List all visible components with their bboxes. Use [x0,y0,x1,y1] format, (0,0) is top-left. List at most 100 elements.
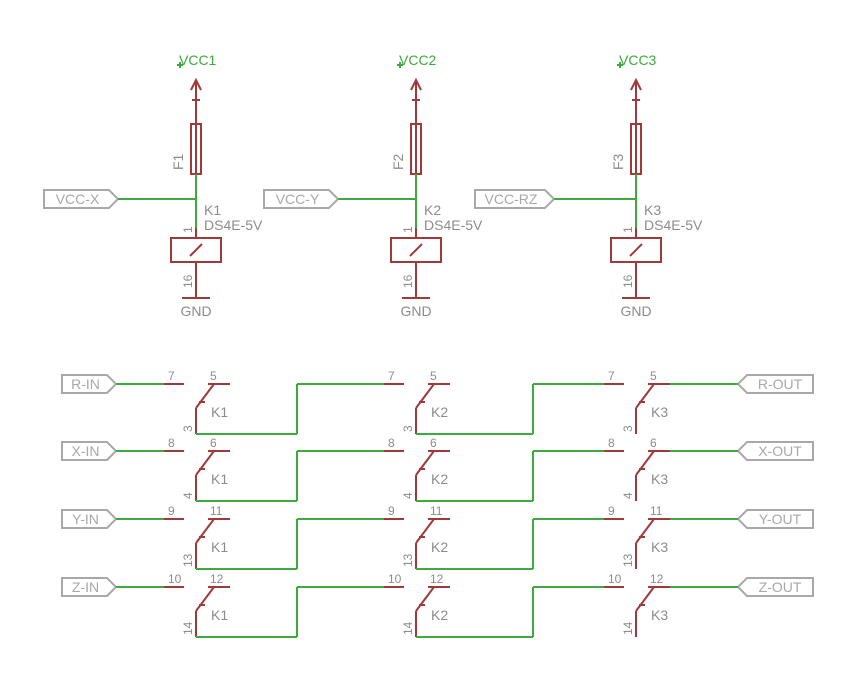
switch-pin-nc: 8 [168,436,175,450]
switch-pin-com: 6 [650,436,657,450]
supply-label: VCC3 [619,52,657,68]
relay-model: DS4E-5V [644,217,703,233]
switch-blade [195,383,215,409]
switch-relay-label: K2 [431,607,448,623]
vcc-input-port-label: VCC-RZ [485,191,538,207]
switch-relay-label: K3 [651,404,668,420]
coil-slash [409,243,423,257]
relay-model: DS4E-5V [204,217,263,233]
switch-pin-no: 13 [401,553,415,567]
switch-pin-com: 11 [650,504,663,518]
channel-input-port [61,441,118,461]
relay-designator: K1 [204,202,221,218]
coil-slash [629,243,643,257]
channel-output-port-label: R-OUT [758,376,803,392]
switch-relay-label: K3 [651,607,668,623]
ground-label: GND [620,303,651,319]
switch-relay-label: K2 [431,539,448,555]
switch-blade [635,518,655,544]
switch-blade [415,586,435,612]
switch-relay-label: K2 [431,471,448,487]
switch-pin-nc: 8 [608,436,615,450]
switch-pin-no: 4 [401,492,415,499]
switch-pin-nc: 8 [388,436,395,450]
switch-pin-com: 11 [430,504,443,518]
switch-pin-nc: 9 [608,504,615,518]
switch-pin-no: 13 [621,553,635,567]
switch-relay-label: K1 [211,539,228,555]
switch-pin-no: 3 [621,425,635,432]
channel-output-port [736,374,814,394]
switch-pin-com: 6 [430,436,437,450]
switch-pin-com: 12 [650,572,664,586]
switch-pin-no: 14 [181,621,195,635]
channel-output-port [736,577,814,597]
vcc-input-port [43,189,120,209]
coil-slash [189,243,203,257]
switch-pin-com: 6 [210,436,217,450]
channel-output-port-label: Z-OUT [759,579,802,595]
switch-relay-label: K1 [211,607,228,623]
coil-pin-label: 1 [181,226,195,233]
switch-pin-nc: 7 [388,369,395,383]
switch-blade [415,518,435,544]
switch-pin-no: 14 [621,621,635,635]
coil-pin-label: 16 [401,274,415,288]
supply-label: VCC1 [179,52,217,68]
vcc-input-port [474,189,556,209]
switch-pin-nc: 10 [168,572,182,586]
vcc-input-port [263,189,340,209]
switch-blade [195,586,215,612]
fuse-label: F3 [610,153,626,170]
coil-pin-label: 16 [181,274,195,288]
switch-blade [195,450,215,476]
switch-pin-nc: 10 [608,572,622,586]
channel-input-port-label: Y-IN [72,511,99,527]
switch-pin-com: 5 [430,369,437,383]
coil-pin-label: 1 [401,226,415,233]
coil-pin-label: 1 [621,226,635,233]
switch-pin-com: 12 [430,572,444,586]
channel-input-port [61,374,118,394]
ground-label: GND [180,303,211,319]
switch-pin-no: 3 [401,425,415,432]
coil-pin-label: 16 [621,274,635,288]
ground-label: GND [400,303,431,319]
switch-pin-com: 12 [210,572,224,586]
switch-pin-nc: 10 [388,572,402,586]
relay-designator: K2 [424,202,441,218]
vcc-input-port-label: VCC-X [56,191,100,207]
channel-input-port-label: Z-IN [72,579,99,595]
switch-pin-nc: 7 [168,369,175,383]
switch-relay-label: K3 [651,471,668,487]
switch-pin-com: 11 [210,504,223,518]
fuse-label: F1 [170,153,186,170]
vcc-input-port-label: VCC-Y [276,191,320,207]
switch-relay-label: K1 [211,471,228,487]
channel-input-port [61,577,118,597]
supply-label: VCC2 [399,52,437,68]
switch-pin-nc: 7 [608,369,615,383]
channel-output-port-label: X-OUT [758,443,802,459]
switch-pin-com: 5 [650,369,657,383]
switch-pin-no: 13 [181,553,195,567]
switch-pin-no: 14 [401,621,415,635]
switch-relay-label: K1 [211,404,228,420]
relay-designator: K3 [644,202,661,218]
switch-blade [195,518,215,544]
switch-blade [415,450,435,476]
switch-relay-label: K2 [431,404,448,420]
channel-input-port-label: X-IN [72,443,100,459]
switch-blade [635,383,655,409]
switch-pin-no: 4 [181,492,195,499]
fuse-label: F2 [390,153,406,170]
switch-relay-label: K3 [651,539,668,555]
switch-pin-nc: 9 [168,504,175,518]
switch-pin-com: 5 [210,369,217,383]
channel-output-port [736,509,814,529]
relay-model: DS4E-5V [424,217,483,233]
switch-blade [415,383,435,409]
channel-input-port-label: R-IN [71,376,100,392]
switch-blade [635,450,655,476]
